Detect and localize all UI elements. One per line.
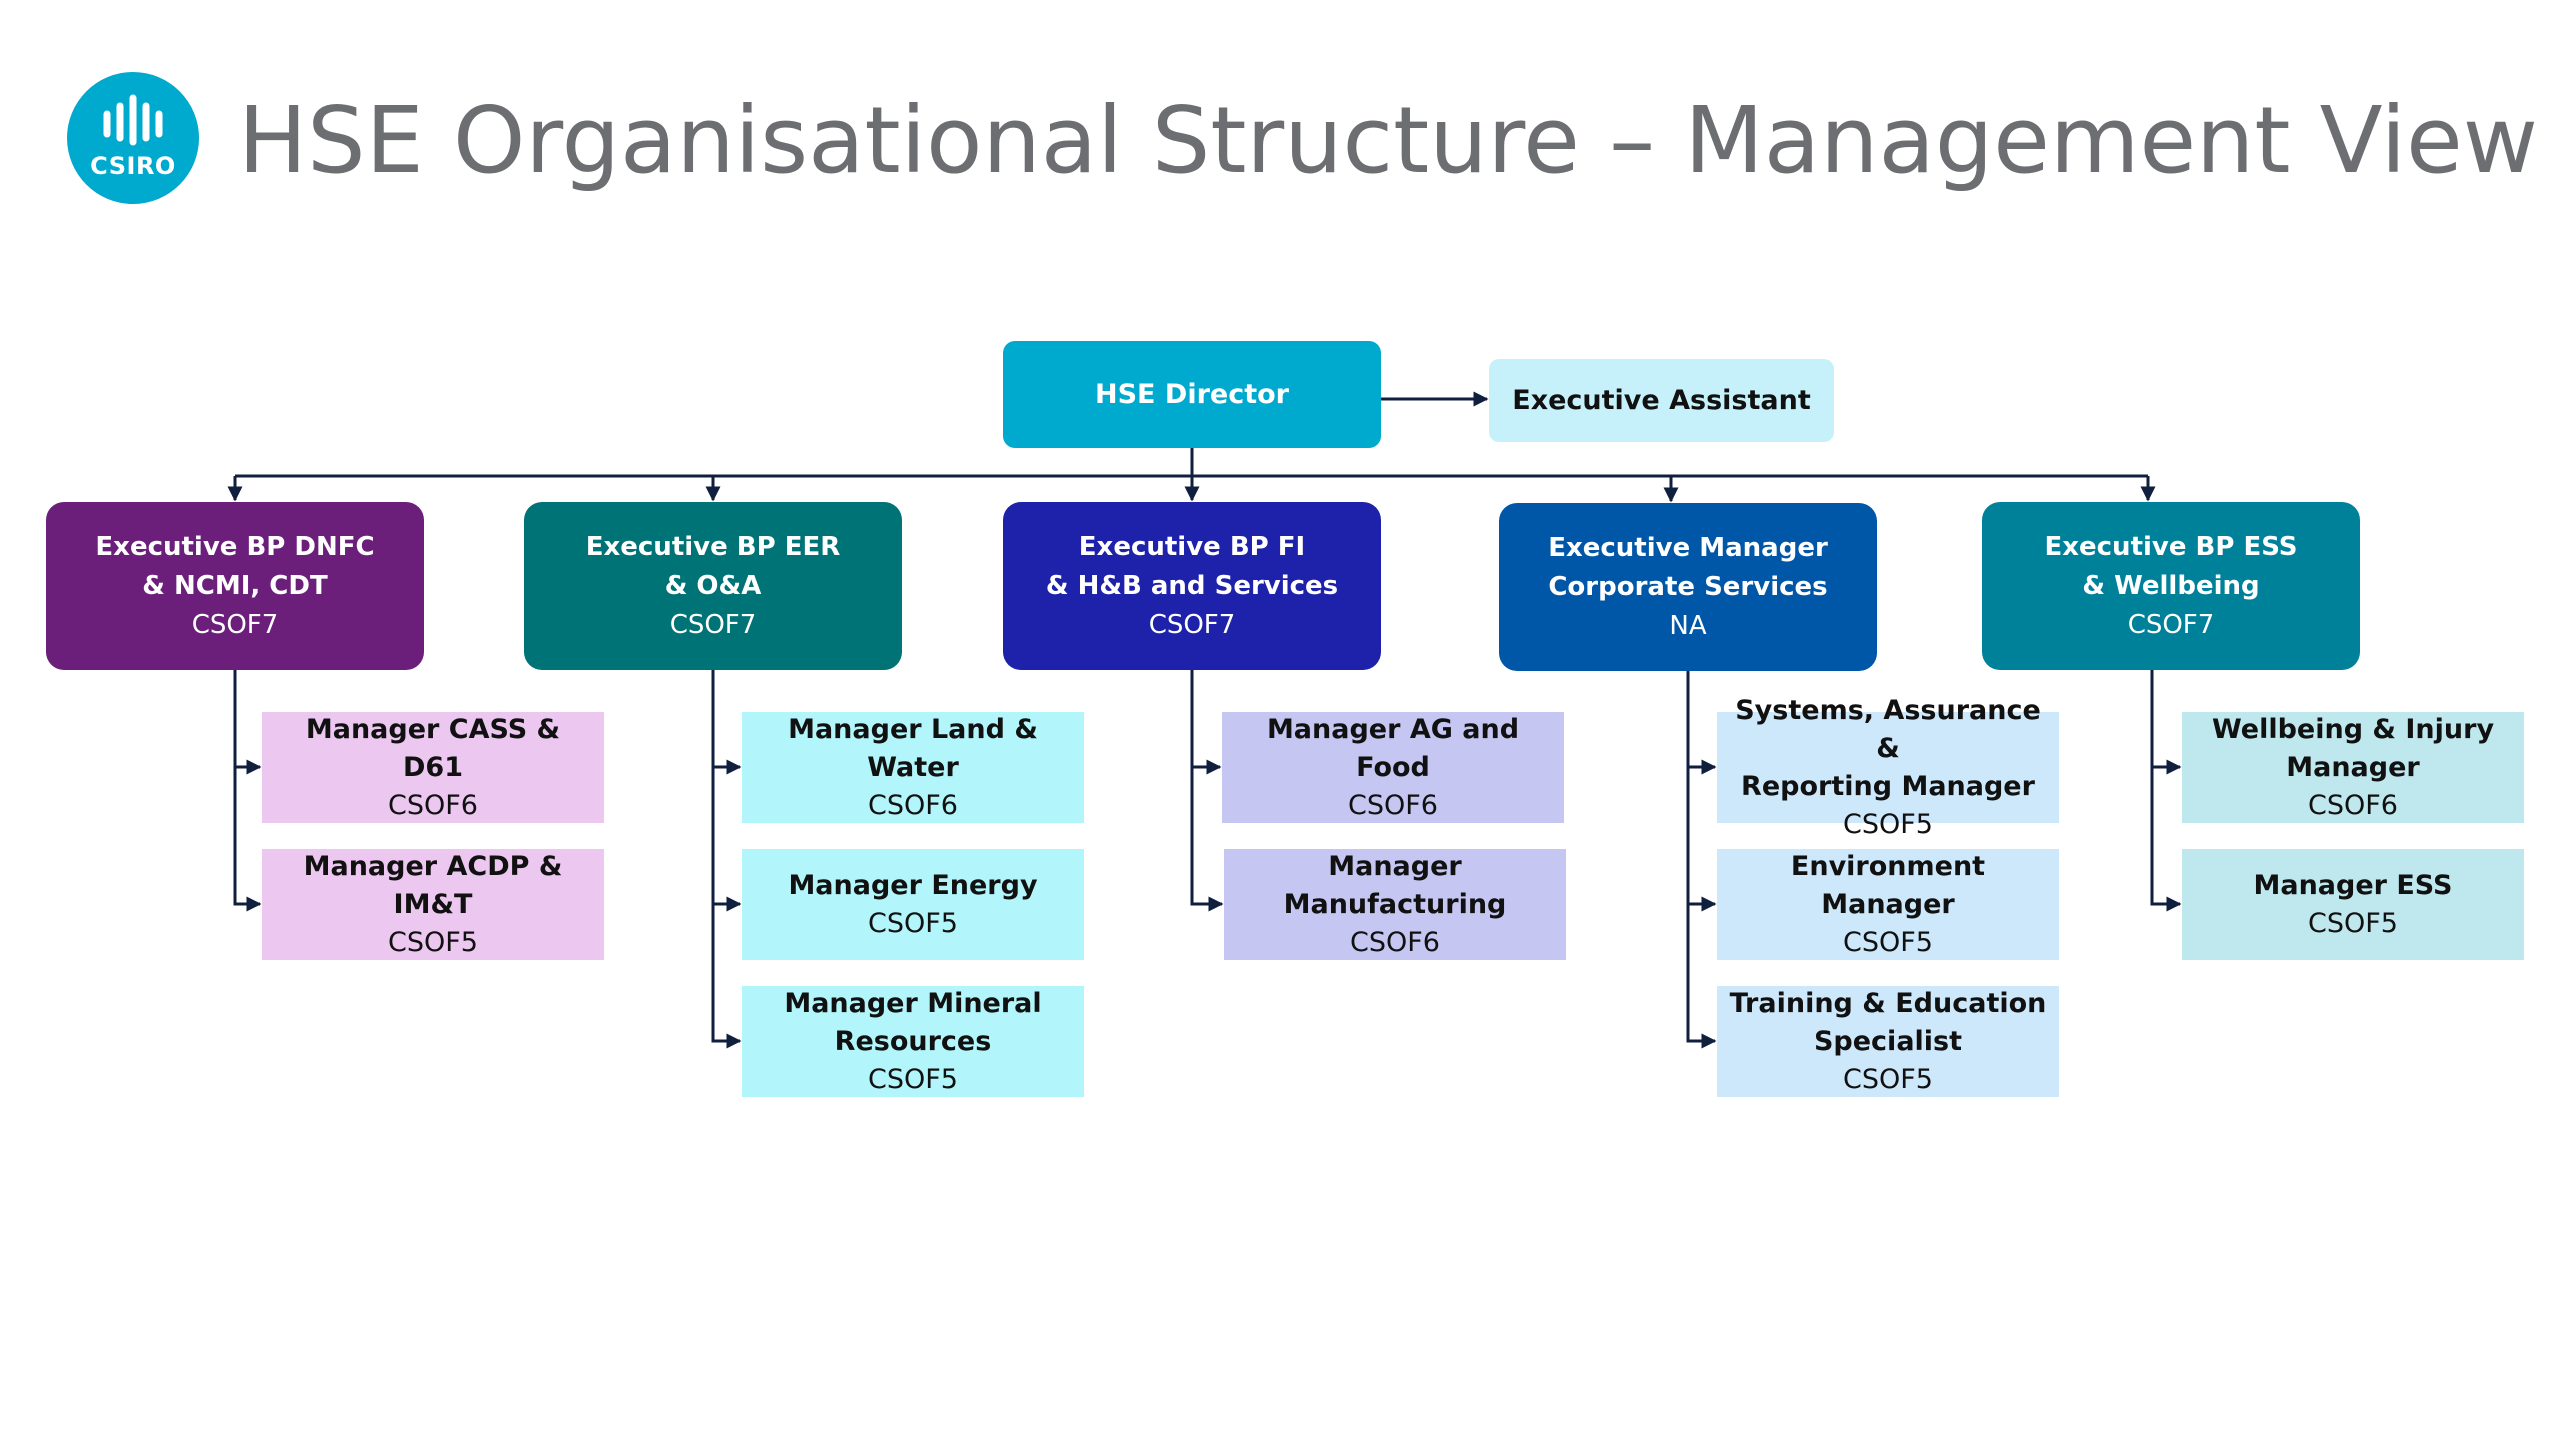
report-grade: CSOF6 [1350, 926, 1440, 958]
connector-ess-spine [2150, 670, 2182, 912]
report-name-line: Systems, Assurance & [1735, 694, 2041, 764]
exec-grade: NA [1669, 610, 1707, 641]
report-name-line: Manager Land & Water [788, 713, 1038, 783]
report-name-line: Manager [2286, 751, 2420, 783]
connector-dnfc-spine [233, 670, 262, 912]
report-box-acdp-imt[interactable]: Manager ACDP & IM&T CSOF5 [262, 849, 604, 960]
report-box-training-education[interactable]: Training & Education Specialist CSOF5 [1717, 986, 2059, 1097]
exec-name-line: Executive BP EER [585, 531, 841, 562]
connector-fi-spine [1190, 670, 1224, 912]
report-name-line: Wellbeing & Injury [2211, 713, 2495, 745]
exec-box-fi[interactable]: Executive BP FI & H&B and Services CSOF7 [1003, 502, 1381, 670]
report-name-line: Manager CASS & D61 [305, 713, 561, 783]
report-grade: CSOF5 [1843, 808, 1933, 840]
exec-box-corporate[interactable]: Executive Manager Corporate Services NA [1499, 503, 1877, 671]
report-grade: CSOF5 [868, 907, 958, 939]
report-grade: CSOF6 [868, 789, 958, 821]
report-grade: CSOF5 [388, 926, 478, 958]
executive-assistant-name: Executive Assistant [1512, 385, 1811, 416]
report-name-line: Environment Manager [1790, 850, 1986, 920]
exec-name-line: Executive BP DNFC [95, 531, 375, 562]
report-box-manufacturing[interactable]: Manager Manufacturing CSOF6 [1224, 849, 1566, 960]
report-name-line: Manager AG and Food [1266, 713, 1520, 783]
report-name-line: Training & Education [1729, 987, 2047, 1019]
exec-grade: CSOF7 [191, 609, 279, 640]
csiro-logo: CSIRO [67, 72, 199, 204]
report-grade: CSOF5 [868, 1063, 958, 1095]
exec-box-dnfc[interactable]: Executive BP DNFC & NCMI, CDT CSOF7 [46, 502, 424, 670]
exec-name-line: Executive BP FI [1078, 531, 1306, 562]
connector-eer-spine [711, 670, 742, 1049]
exec-box-ess[interactable]: Executive BP ESS & Wellbeing CSOF7 [1982, 502, 2360, 670]
report-box-wellbeing-injury[interactable]: Wellbeing & Injury Manager CSOF6 [2182, 712, 2524, 823]
report-name-line: Resources [834, 1025, 992, 1057]
report-box-cass-d61[interactable]: Manager CASS & D61 CSOF6 [262, 712, 604, 823]
report-grade: CSOF6 [1348, 789, 1438, 821]
exec-grade: CSOF7 [1148, 609, 1236, 640]
exec-grade: CSOF7 [669, 609, 757, 640]
report-box-systems-assurance[interactable]: Systems, Assurance & Reporting Manager C… [1717, 695, 2059, 840]
report-box-ess[interactable]: Manager ESS CSOF5 [2182, 849, 2524, 960]
exec-name-line: & Wellbeing [2082, 570, 2260, 601]
exec-name-line: Executive BP ESS [2044, 531, 2298, 562]
report-name-line: Manager Energy [788, 869, 1038, 901]
logo-text: CSIRO [90, 152, 176, 180]
report-box-mineral-resources[interactable]: Manager Mineral Resources CSOF5 [742, 986, 1084, 1097]
exec-name-line: & H&B and Services [1045, 570, 1339, 601]
exec-name-line: Executive Manager [1548, 532, 1828, 563]
report-box-ag-food[interactable]: Manager AG and Food CSOF6 [1222, 712, 1564, 823]
report-grade: CSOF5 [2308, 907, 2398, 939]
hse-director-name: HSE Director [1095, 379, 1289, 410]
report-name-line: Manager Mineral [784, 987, 1042, 1019]
report-grade: CSOF5 [1843, 926, 1933, 958]
logo-bars-icon [103, 94, 163, 146]
report-box-land-water[interactable]: Manager Land & Water CSOF6 [742, 712, 1084, 823]
exec-box-eer[interactable]: Executive BP EER & O&A CSOF7 [524, 502, 902, 670]
report-grade: CSOF6 [388, 789, 478, 821]
hse-director-box[interactable]: HSE Director [1003, 341, 1381, 448]
report-name-line: Specialist [1813, 1025, 1963, 1057]
exec-name-line: & O&A [664, 570, 762, 601]
connector-corporate-spine [1686, 670, 1717, 1049]
report-name-line: Reporting Manager [1741, 770, 2035, 802]
page-title: HSE Organisational Structure – Managemen… [238, 87, 2538, 194]
exec-name-line: & NCMI, CDT [142, 570, 328, 601]
report-name-line: Manager ESS [2253, 869, 2453, 901]
exec-grade: CSOF7 [2127, 609, 2215, 640]
report-box-energy[interactable]: Manager Energy CSOF5 [742, 849, 1084, 960]
report-grade: CSOF5 [1843, 1063, 1933, 1095]
report-name-line: Manager ACDP & IM&T [303, 850, 563, 920]
report-name-line: Manager Manufacturing [1283, 850, 1507, 920]
executive-assistant-box[interactable]: Executive Assistant [1489, 359, 1834, 442]
report-box-environment[interactable]: Environment Manager CSOF5 [1717, 849, 2059, 960]
report-grade: CSOF6 [2308, 789, 2398, 821]
exec-name-line: Corporate Services [1548, 571, 1828, 602]
